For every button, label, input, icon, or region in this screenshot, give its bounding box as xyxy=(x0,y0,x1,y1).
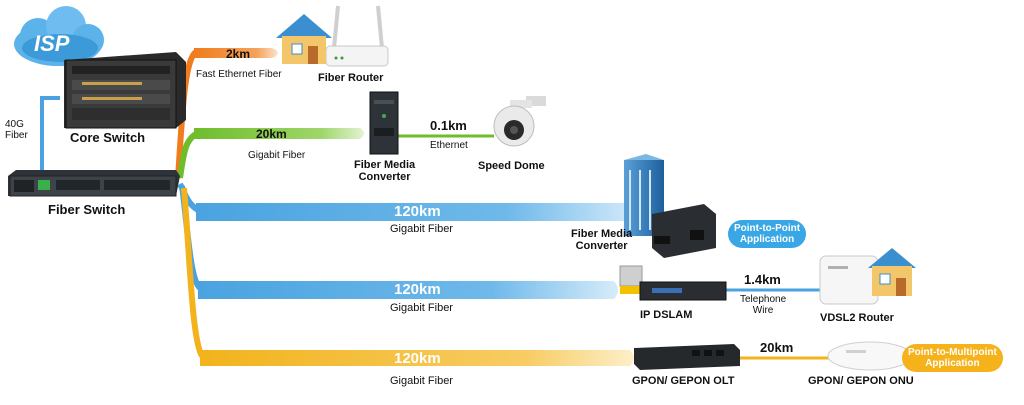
link-2-media: Gigabit Fiber xyxy=(248,150,306,161)
point-to-point-badge: Point-to-Point Application xyxy=(728,220,807,248)
link-bar-yellow xyxy=(200,350,634,366)
building-icon xyxy=(624,154,664,236)
telephone-media: Telephone Wire xyxy=(740,294,787,316)
link-3-distance: 120km xyxy=(394,203,441,220)
vdsl2-router-label: VDSL2 Router xyxy=(820,312,894,324)
link-4-distance: 120km xyxy=(394,281,441,298)
link-5-media: Gigabit Fiber xyxy=(390,375,453,387)
ethernet-distance: 0.1km xyxy=(430,118,467,133)
point-to-multipoint-badge: Point-to-Multipoint Application xyxy=(902,344,1003,372)
speed-dome-label: Speed Dome xyxy=(478,160,545,172)
uplink-40g xyxy=(40,96,60,174)
ip-dslam-icon xyxy=(619,265,727,301)
fiber-media-converter-2-icon xyxy=(652,204,716,258)
isp-cloud-icon xyxy=(14,6,104,66)
link-bar-orange xyxy=(194,48,278,58)
ip-dslam-label: IP DSLAM xyxy=(640,309,693,321)
fiber-media-converter-1-icon xyxy=(369,91,399,155)
trunk-yellow xyxy=(181,187,205,358)
gpon-olt-icon xyxy=(634,344,740,370)
link-5-distance: 120km xyxy=(394,350,441,367)
trunk-green xyxy=(177,131,198,179)
gpon-onu-icon xyxy=(827,341,913,371)
link-bar-blue-1 xyxy=(196,203,641,221)
link-bar-green xyxy=(194,128,364,139)
fiber-router-label: Fiber Router xyxy=(318,72,384,84)
house-icon xyxy=(276,14,332,64)
link-4-media: Gigabit Fiber xyxy=(390,302,453,314)
link-bar-blue-2 xyxy=(198,281,618,299)
core-switch-icon xyxy=(64,52,186,129)
gpon-onu-label: GPON/ GEPON ONU xyxy=(808,375,914,387)
isp-label: ISP xyxy=(34,31,70,56)
house-icon-2 xyxy=(868,248,916,296)
gpon-olt-label: GPON/ GEPON OLT xyxy=(632,375,735,387)
fiber-router-icon xyxy=(325,5,389,67)
vdsl2-router-icon xyxy=(819,255,879,305)
link-2-distance: 20km xyxy=(256,127,287,141)
link-1-media: Fast Ethernet Fiber xyxy=(196,69,282,80)
link-1-distance: 2km xyxy=(226,47,251,61)
speed-dome-icon xyxy=(493,96,546,147)
core-switch-label: Core Switch xyxy=(70,130,146,145)
link-3-media: Gigabit Fiber xyxy=(390,223,453,235)
ethernet-media: Ethernet xyxy=(430,140,468,151)
fiber-switch-icon xyxy=(8,170,180,197)
fiber-media-converter-1-label: Fiber Media Converter xyxy=(354,159,416,183)
telephone-distance: 1.4km xyxy=(744,272,781,287)
fiber-media-converter-2-label: Fiber Media Converter xyxy=(571,228,633,252)
uplink-40g-label: 40G Fiber xyxy=(5,119,28,141)
fiber-switch-label: Fiber Switch xyxy=(48,202,126,217)
pon-distance: 20km xyxy=(760,340,794,355)
